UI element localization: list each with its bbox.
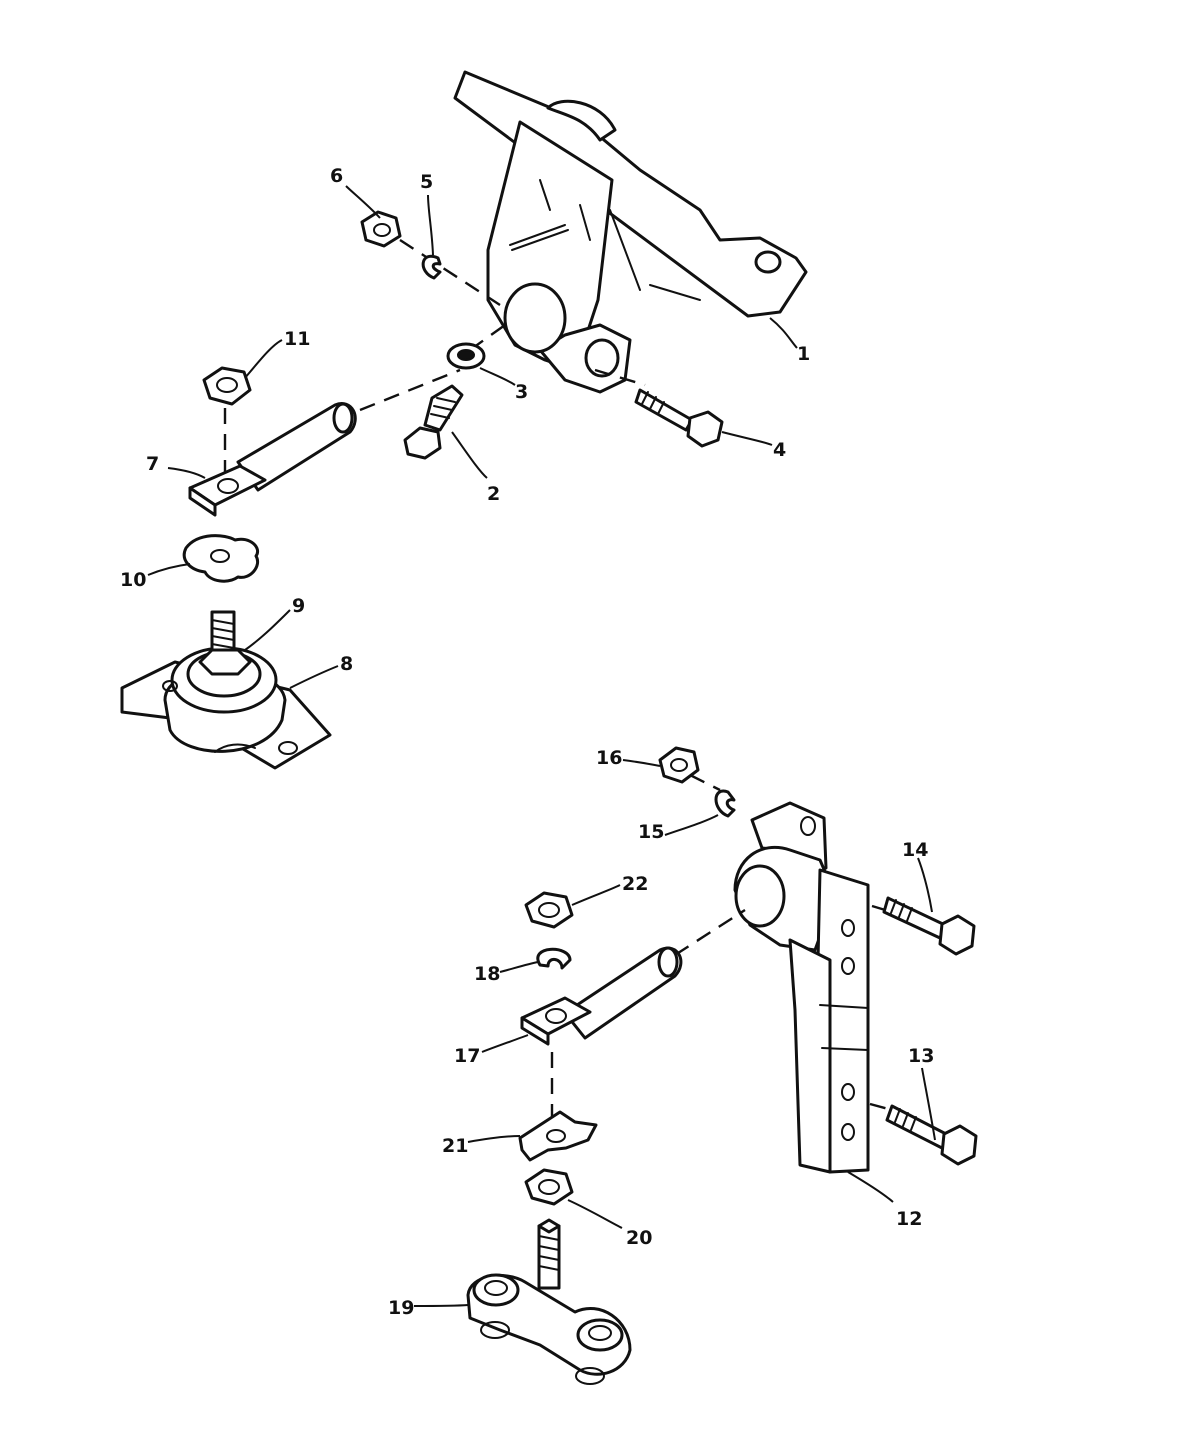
part-21-tab-washer: [518, 1110, 598, 1162]
callout-11: 11: [284, 328, 310, 350]
callout-16: 16: [596, 747, 622, 769]
part-6-nut: [360, 210, 402, 248]
callout-1: 1: [797, 343, 810, 365]
callout-3: 3: [515, 381, 528, 403]
callout-12: 12: [896, 1208, 922, 1230]
part-14-bolt: [882, 896, 976, 956]
callout-6: 6: [330, 165, 343, 187]
callout-19: 19: [388, 1297, 414, 1319]
part-3-flat-washer: [446, 342, 486, 370]
callout-21: 21: [442, 1135, 468, 1157]
callout-13: 13: [908, 1045, 934, 1067]
part-9-stud-nut: [198, 610, 252, 676]
callout-17: 17: [454, 1045, 480, 1067]
callout-8: 8: [340, 653, 353, 675]
callout-18: 18: [474, 963, 500, 985]
part-5-lock-washer: [421, 254, 442, 280]
assembly-lines-lower: [550, 773, 893, 1120]
callout-5: 5: [420, 171, 433, 193]
part-1-upper-bracket: [453, 70, 808, 394]
part-22-nut: [524, 891, 574, 929]
part-2-bolt: [403, 384, 464, 460]
callout-labels: 1 2 3 4 5 6 7 8 9 10 11 12 13 14 15 16 1…: [120, 165, 934, 1319]
part-12-lower-bracket: [733, 801, 870, 1174]
callout-14: 14: [902, 839, 928, 861]
part-19-lower-mount: [466, 1218, 632, 1385]
part-7-arm-link: [188, 402, 357, 517]
part-10-tab-washer: [182, 534, 259, 583]
leader-lines: [147, 185, 936, 1307]
part-11-nut: [202, 366, 252, 406]
part-18-lock-washer: [536, 947, 572, 970]
callout-20: 20: [626, 1227, 652, 1249]
part-16-nut: [658, 746, 700, 784]
callout-2: 2: [487, 483, 500, 505]
callout-4: 4: [773, 439, 786, 461]
part-20-nut: [524, 1168, 574, 1206]
part-13-bolt: [885, 1104, 978, 1166]
part-17-arm-link: [520, 946, 683, 1046]
callout-9: 9: [292, 595, 305, 617]
callout-10: 10: [120, 569, 146, 591]
callout-7: 7: [146, 453, 159, 475]
callout-22: 22: [622, 873, 648, 895]
part-15-lock-washer: [714, 789, 736, 818]
part-4-bolt: [634, 388, 724, 448]
callout-15: 15: [638, 821, 664, 843]
part-8-motor-mount: [120, 646, 332, 770]
